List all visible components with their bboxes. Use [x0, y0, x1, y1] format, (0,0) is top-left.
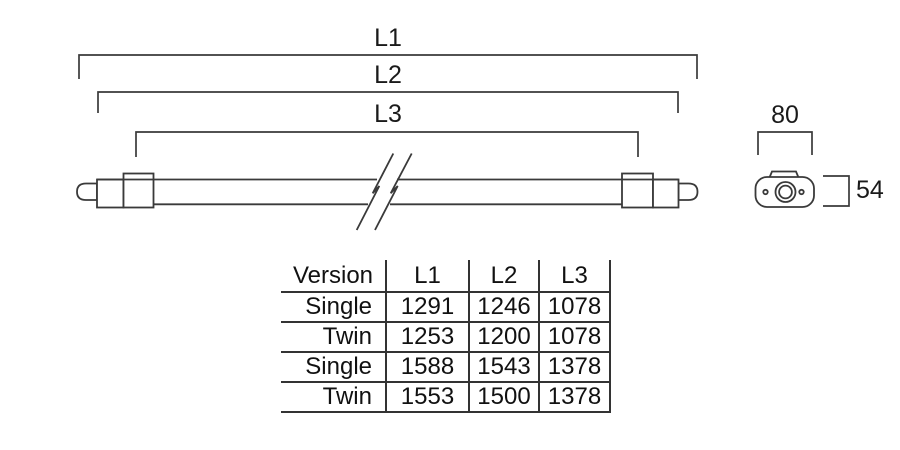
- cell-version: Twin: [281, 322, 387, 353]
- cell-l1: 1291: [386, 292, 470, 323]
- cell-l2: 1200: [469, 322, 540, 353]
- table-header-l2: L2: [469, 260, 540, 293]
- end-plug-left: [76, 182, 98, 201]
- cell-version: Twin: [281, 382, 387, 413]
- table-row: Twin 1253 1200 1078: [281, 322, 611, 353]
- end-cap-right: [652, 178, 680, 209]
- table-row: Single 1291 1246 1078: [281, 292, 611, 323]
- table-header-version: Version: [281, 260, 387, 293]
- cross-section-hole-left: [762, 188, 769, 196]
- cell-l3: 1078: [539, 322, 611, 353]
- dimension-label-l2: L2: [374, 61, 402, 89]
- dimensions-table: Version L1 L2 L3 Single 1291 1246 1078 T…: [281, 260, 611, 413]
- break-symbol: [355, 153, 413, 231]
- end-plug-right: [677, 182, 699, 201]
- table-header-row: Version L1 L2 L3: [281, 260, 611, 293]
- dimension-bracket-l3: [135, 131, 639, 157]
- dimension-bracket-54: [823, 175, 850, 207]
- cell-l1: 1553: [386, 382, 470, 413]
- dimension-label-l1: L1: [374, 24, 402, 52]
- cell-l1: 1588: [386, 352, 470, 383]
- dimension-label-80: 80: [771, 101, 799, 129]
- dimension-bracket-l1: [78, 54, 698, 79]
- table-header-l3: L3: [539, 260, 611, 293]
- cell-l2: 1246: [469, 292, 540, 323]
- dimension-brackets: [78, 54, 850, 207]
- table-row: Twin 1553 1500 1378: [281, 382, 611, 413]
- dimension-bracket-l2: [97, 91, 679, 113]
- cell-l3: 1078: [539, 292, 611, 323]
- luminaire-side-view: [76, 172, 699, 209]
- tube-body: [97, 178, 679, 206]
- break-line-right: [374, 153, 413, 231]
- cross-section-hole-right: [798, 188, 805, 196]
- table-header-l1: L1: [386, 260, 470, 293]
- break-line-left: [355, 153, 395, 231]
- cell-l3: 1378: [539, 352, 611, 383]
- cell-l2: 1543: [469, 352, 540, 383]
- dimension-bracket-80: [757, 131, 813, 155]
- cell-l3: 1378: [539, 382, 611, 413]
- cell-version: Single: [281, 292, 387, 323]
- table-row: Single 1588 1543 1378: [281, 352, 611, 383]
- cell-version: Single: [281, 352, 387, 383]
- cross-section-inner-ring: [778, 184, 793, 200]
- cell-l1: 1253: [386, 322, 470, 353]
- dimension-label-l3: L3: [374, 100, 402, 128]
- end-cap-left: [96, 178, 125, 209]
- dimension-label-54: 54: [856, 176, 884, 204]
- cross-section-view: [754, 170, 815, 208]
- cell-l2: 1500: [469, 382, 540, 413]
